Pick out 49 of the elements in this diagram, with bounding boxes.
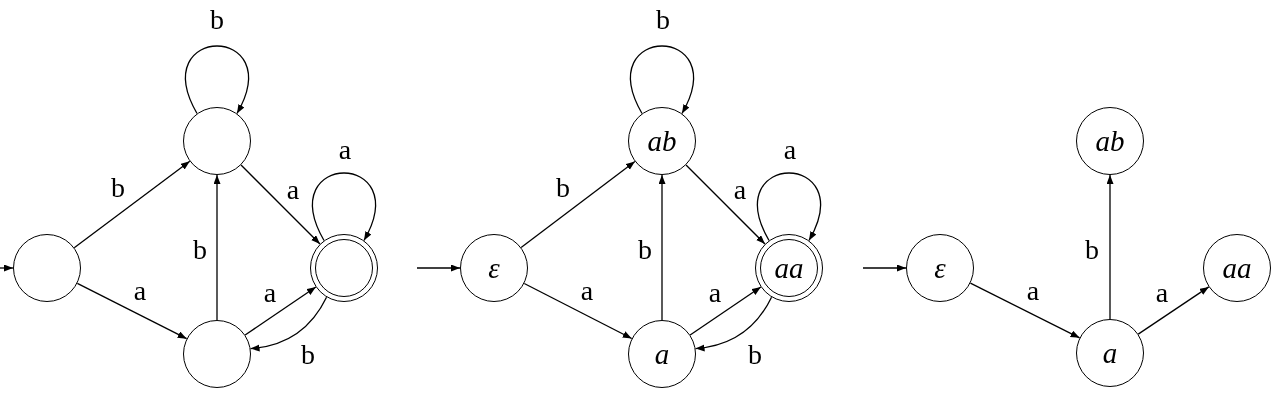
transition-arrow (1137, 286, 1210, 335)
transition-arrow (213, 174, 221, 321)
self-loop-arrow (184, 45, 250, 115)
transition-arrow (520, 160, 636, 249)
edge-label: a (133, 277, 147, 305)
self-loop-arrow (629, 45, 695, 115)
state-label: aa (774, 253, 804, 283)
edge-label: b (111, 174, 125, 202)
edge-label: a (263, 279, 277, 307)
transition-arrow (73, 160, 191, 249)
transition-arrow (685, 164, 766, 245)
state-label: ab (647, 126, 677, 156)
start-arrow (862, 264, 907, 272)
edge-label: b (210, 6, 224, 34)
edge-label: a (286, 176, 300, 204)
start-arrow (0, 264, 14, 272)
edge-label: a (708, 279, 722, 307)
edge-label: b (638, 236, 652, 264)
transition-arrow (244, 286, 317, 336)
transition-arrow (1106, 174, 1114, 320)
edge-label: b (748, 341, 762, 369)
self-loop-arrow (756, 172, 822, 242)
edge-label: a (783, 136, 797, 164)
state-label: ab (1095, 126, 1125, 156)
transition-arrow (694, 296, 773, 352)
edge-label: a (1026, 277, 1040, 305)
state-label: ε (488, 253, 500, 283)
self-loop-arrow (311, 172, 377, 242)
edge-label: b (301, 341, 315, 369)
edge-label: a (733, 176, 747, 204)
state-label: aa (1222, 253, 1252, 283)
edge-label: a (580, 277, 594, 305)
state-label: a (1102, 338, 1118, 368)
edge-label: b (656, 6, 670, 34)
transition-arrow (76, 282, 188, 340)
transition-arrow (523, 282, 633, 340)
edge-label: a (338, 136, 352, 164)
transition-arrow (969, 282, 1081, 339)
edge-label: b (556, 174, 570, 202)
edge-label: b (193, 236, 207, 264)
transition-arrow (689, 286, 762, 336)
edge-label: a (1155, 279, 1169, 307)
edge-label: b (1085, 236, 1099, 264)
state-label: a (654, 339, 670, 369)
transition-arrow (249, 296, 328, 352)
transition-arrow (240, 164, 321, 245)
state-label: ε (934, 253, 946, 283)
transition-arrow (658, 174, 666, 321)
start-arrow (416, 264, 461, 272)
